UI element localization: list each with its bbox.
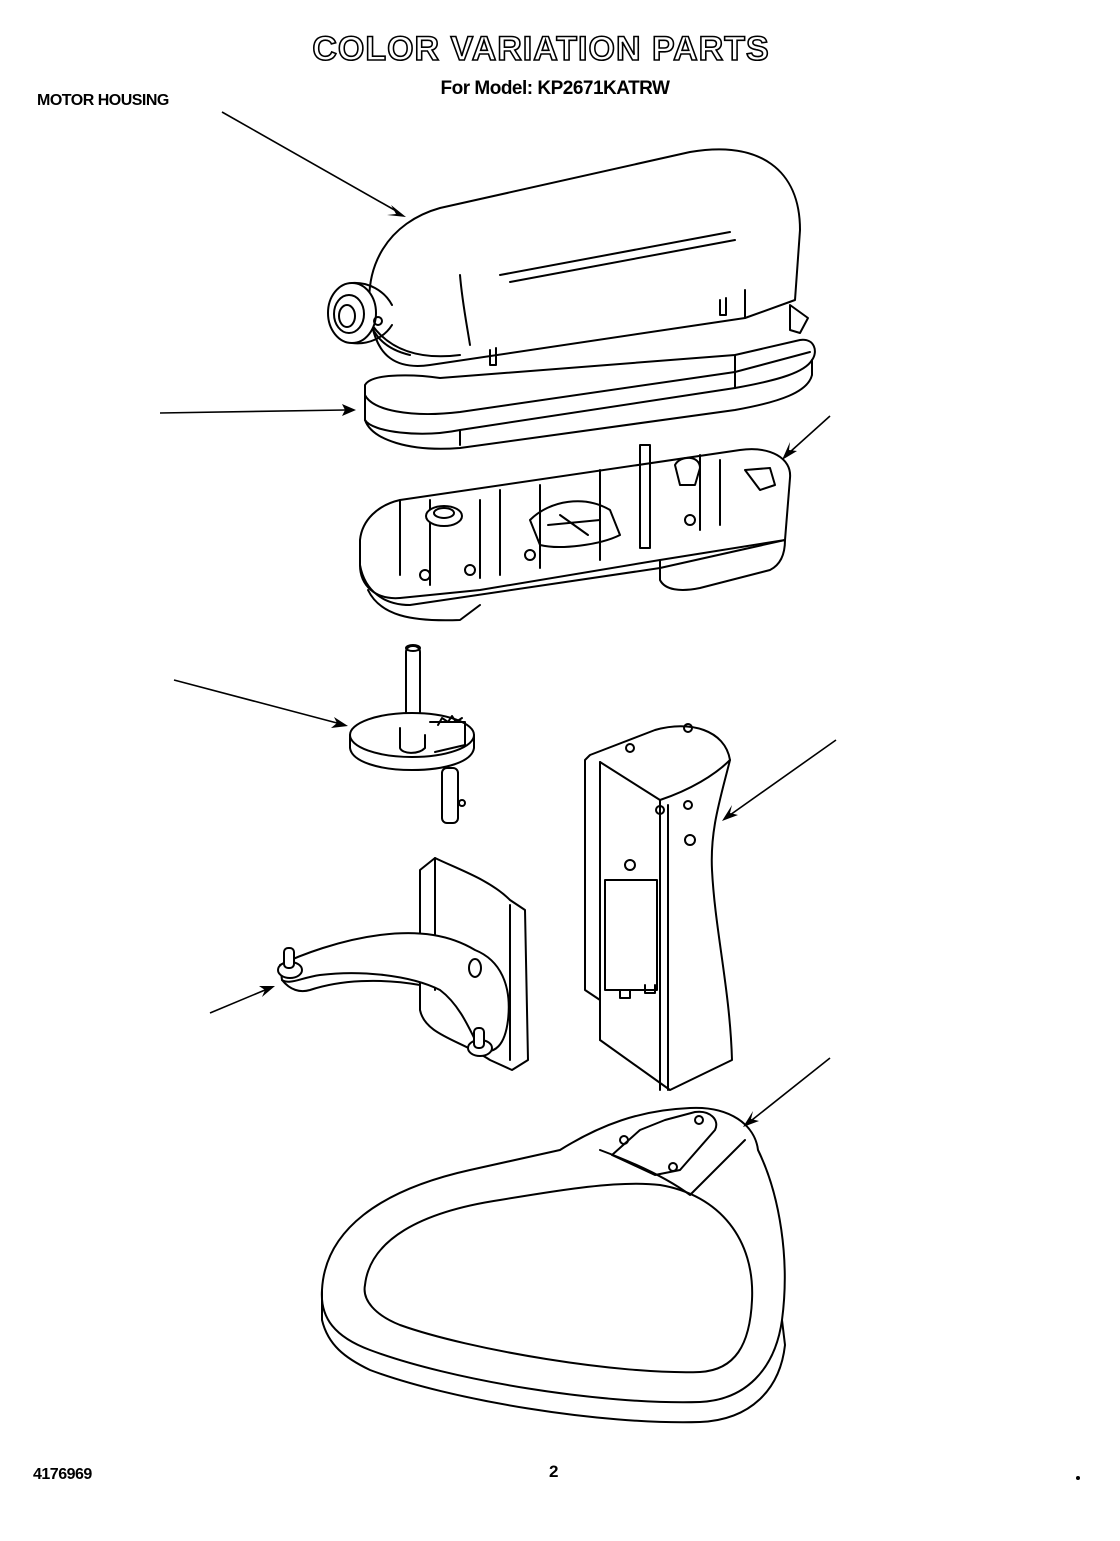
base-part [320,1106,786,1424]
leader-arrow-base [743,1057,831,1127]
pedestal-column-part [584,723,733,1091]
leader-arrow-bracket [209,986,275,1014]
leader-arrow-motor-housing [221,111,406,217]
planetary-shaft-part [349,644,475,824]
leader-arrow-gear-case [782,415,831,460]
document-number: 4176969 [33,1466,92,1483]
page-mark-dot [1076,1476,1080,1480]
page-title: COLOR VARIATION PARTS [312,29,770,69]
leader-arrow-pedestal [722,739,837,821]
bowl-support-bracket-part [277,857,529,1071]
trim-band-part [364,304,816,450]
model-subtitle: For Model: KP2671KATRW [440,78,671,99]
leader-arrow-trim-band [159,404,356,416]
motor-housing-part [327,148,801,367]
leader-arrow-planetary [173,679,348,728]
gear-case-part [359,444,792,622]
motor-housing-label: MOTOR HOUSING [37,92,169,109]
page-number: 2 [549,1462,559,1481]
